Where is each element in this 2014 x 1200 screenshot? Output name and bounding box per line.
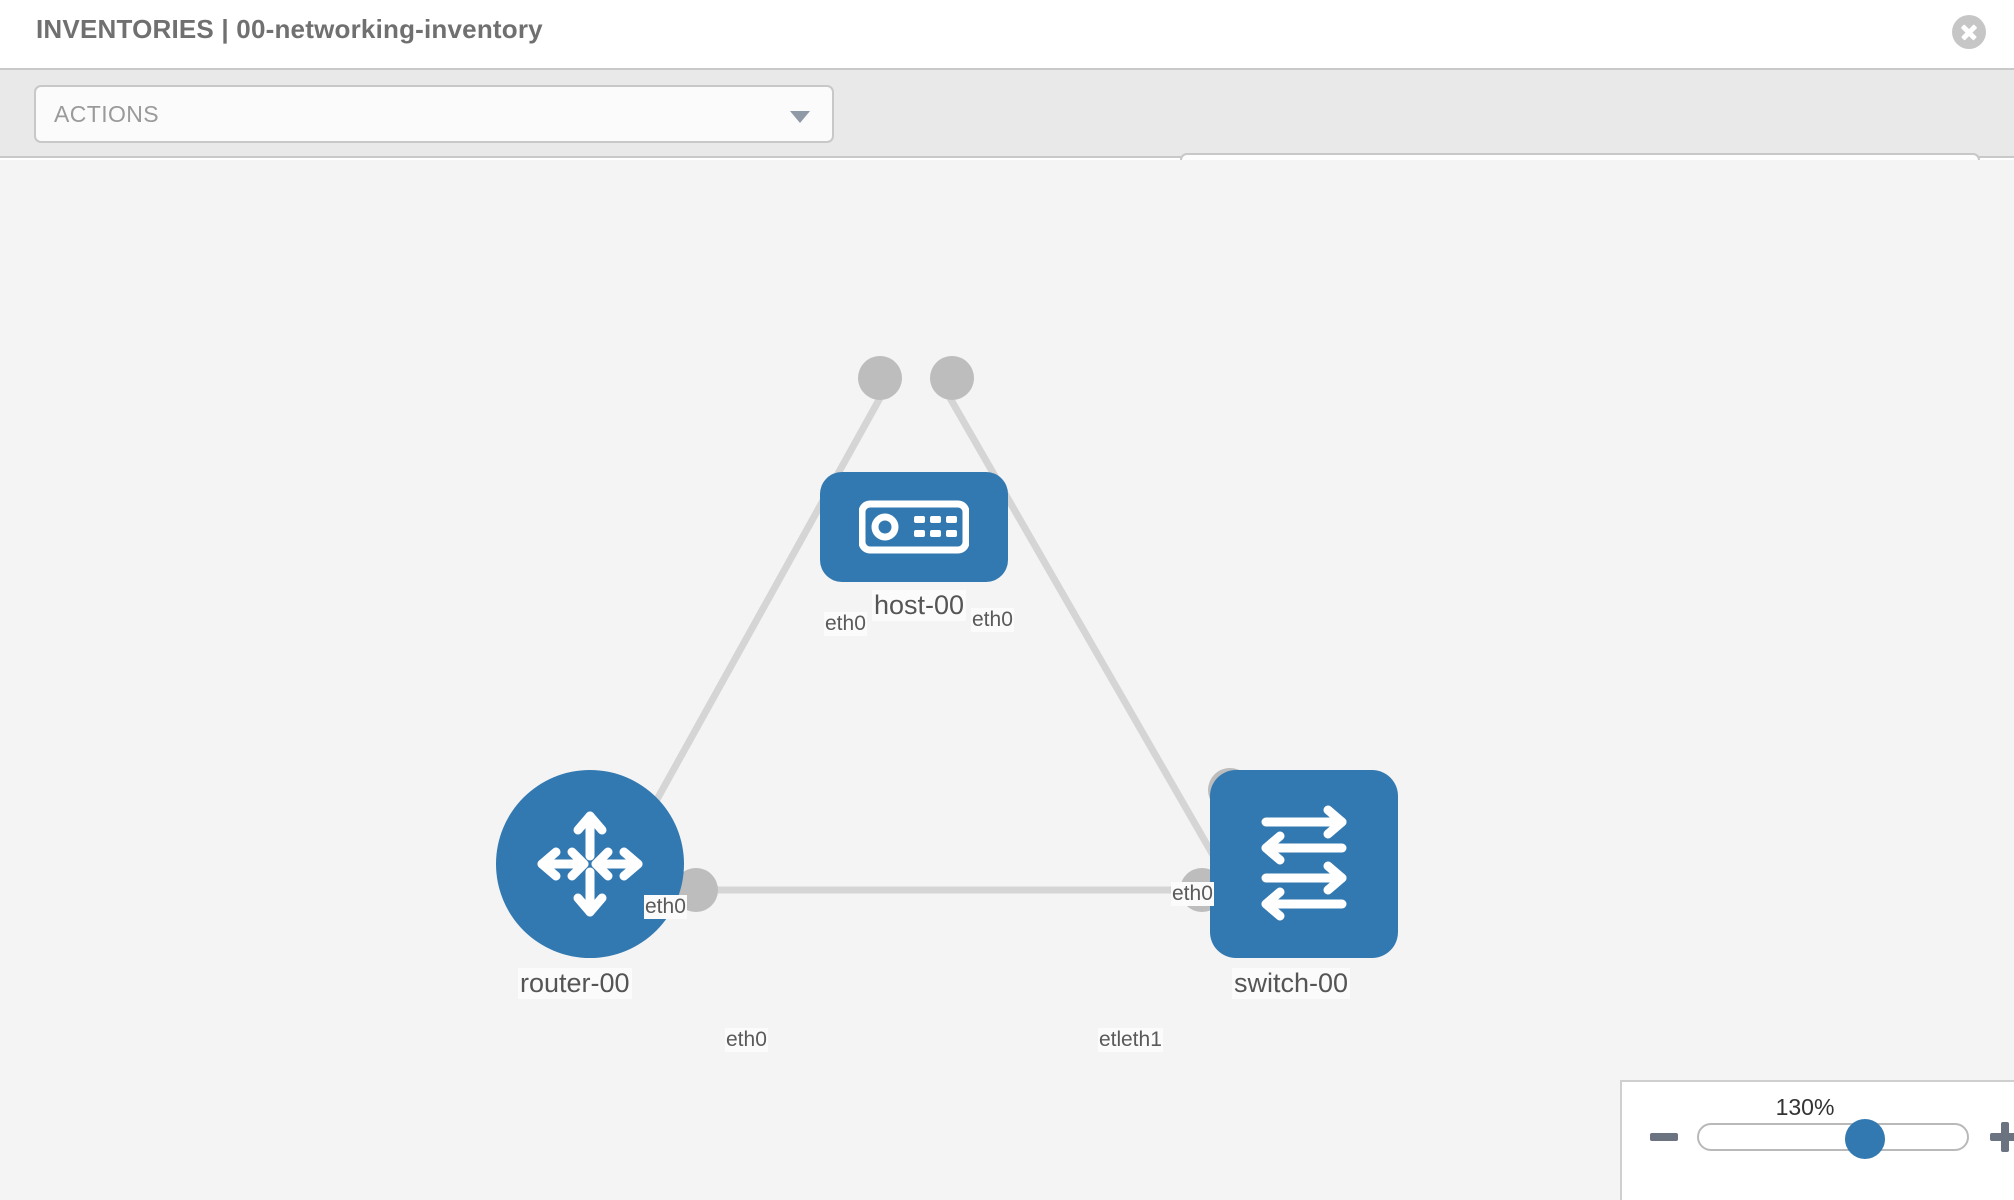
iface-host-right[interactable] <box>930 356 974 400</box>
zoom-out-button[interactable] <box>1650 1133 1678 1141</box>
topology-canvas[interactable]: host-00 router-00 <box>0 160 2014 1200</box>
topology-links <box>596 396 1244 904</box>
node-label-host-00: host-00 <box>872 590 967 621</box>
edge-label-router-right: eth0 <box>725 1028 768 1052</box>
page-title: INVENTORIES | 00-networking-inventory <box>36 14 543 44</box>
edge-label-switch-left: eth1 <box>1120 1028 1163 1052</box>
zoom-in-button[interactable] <box>1990 1122 2014 1152</box>
edge-label-switch-left-overlap: etl <box>1098 1028 1123 1052</box>
toolbar: ACTIONS SEARCH <box>0 68 2014 211</box>
edge-label-host-right: eth0 <box>971 608 1014 632</box>
zoom-slider-thumb[interactable] <box>1845 1119 1886 1159</box>
switch-icon <box>1261 805 1347 921</box>
actions-dropdown-label: ACTIONS <box>54 101 160 127</box>
server-icon <box>859 500 969 554</box>
chevron-down-icon <box>790 111 810 123</box>
router-icon <box>537 811 643 917</box>
edge-label-router-up: eth0 <box>644 895 687 919</box>
zoom-level-value: 130% <box>1775 1094 1835 1120</box>
edge-label-switch-up: eth0 <box>1171 882 1214 906</box>
host-node-shape <box>820 472 1008 582</box>
page-header: INVENTORIES | 00-networking-inventory <box>0 0 2014 68</box>
node-label-router-00: router-00 <box>518 968 632 999</box>
edge-label-host-left: eth0 <box>824 612 867 636</box>
iface-host-left[interactable] <box>858 356 902 400</box>
zoom-slider-track[interactable] <box>1697 1119 1969 1159</box>
zoom-control-panel: 130% <box>1620 1080 2014 1200</box>
router-node-shape <box>496 770 684 958</box>
close-icon[interactable] <box>1952 15 1986 49</box>
switch-node-shape <box>1210 770 1398 958</box>
actions-dropdown[interactable]: ACTIONS <box>34 85 834 143</box>
node-label-switch-00: switch-00 <box>1232 968 1351 999</box>
